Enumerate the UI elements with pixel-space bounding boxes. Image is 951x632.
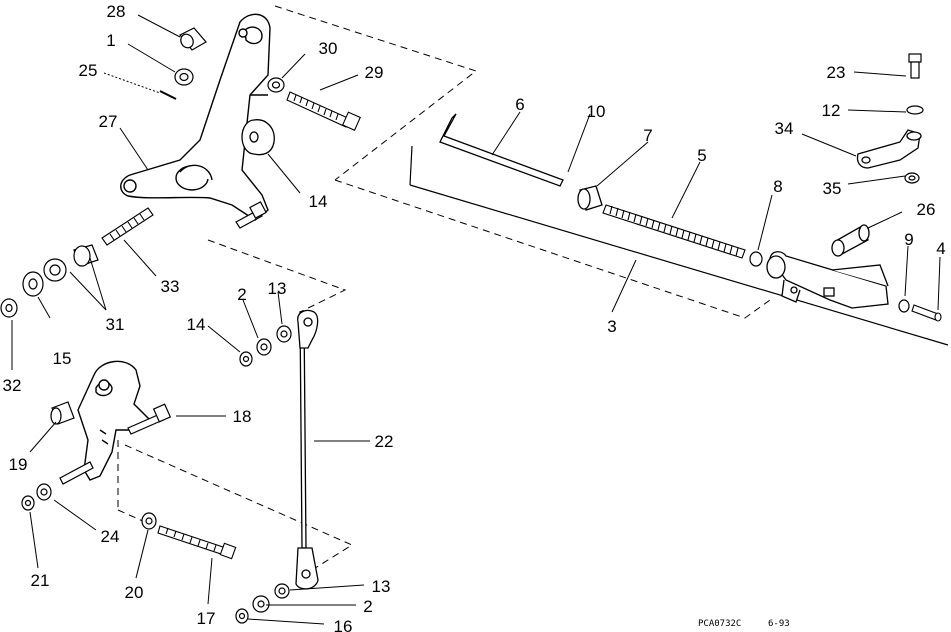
bushing-part-7 bbox=[577, 185, 603, 211]
callout-30: 22 bbox=[375, 432, 394, 451]
callout-27: 20 bbox=[125, 583, 144, 602]
screw-part-19 bbox=[286, 91, 361, 131]
nut-part-22 bbox=[0, 298, 18, 318]
callout-28: 14 bbox=[309, 192, 328, 211]
washer-part-29 bbox=[22, 271, 44, 297]
callout-15: 25 bbox=[79, 61, 98, 80]
rod-part-6 bbox=[439, 113, 564, 187]
washer-part bbox=[174, 68, 194, 86]
spacer-parts bbox=[43, 244, 99, 282]
knob-part bbox=[831, 224, 870, 257]
dashed-outline-lower bbox=[124, 444, 354, 571]
washer-part-33 bbox=[36, 483, 52, 501]
callout-9: 9 bbox=[904, 230, 913, 249]
throttle-housing bbox=[766, 251, 889, 309]
callout-8: 8 bbox=[773, 177, 782, 196]
bushing-part-25 bbox=[50, 401, 75, 425]
nut-part-32 bbox=[21, 495, 35, 511]
lower-cam-bracket bbox=[77, 360, 152, 481]
callout-32: 21 bbox=[31, 571, 50, 590]
callout-2-lower: 2 bbox=[363, 597, 372, 616]
callout-35: 35 bbox=[823, 179, 842, 198]
dashed-outline-shaft bbox=[334, 179, 771, 319]
callout-14-upper: 14 bbox=[187, 315, 206, 334]
callout-19: 29 bbox=[365, 63, 384, 82]
callout-24: 18 bbox=[233, 407, 252, 426]
screw-part-26 bbox=[157, 525, 237, 560]
nut-part-27 bbox=[141, 512, 157, 530]
upper-throttle-bracket bbox=[120, 13, 271, 221]
nut-part-20 bbox=[267, 77, 285, 93]
callout-10: 10 bbox=[587, 102, 606, 121]
washer-part-8 bbox=[749, 251, 763, 267]
callout-14-lower: 16 bbox=[334, 617, 353, 632]
dashed-outline-link-upper bbox=[207, 239, 347, 313]
upper-link-hardware bbox=[239, 325, 292, 367]
bracket-bolt bbox=[235, 201, 267, 229]
bolt-part-24 bbox=[127, 403, 172, 435]
callout-labels: 28 1 25 27 30 29 14 33 31 15 32 6 10 7 5… bbox=[3, 2, 946, 632]
bushing-part bbox=[179, 27, 207, 51]
washer-part-12 bbox=[906, 105, 924, 115]
screw-part-4 bbox=[911, 304, 942, 322]
callout-18: 28 bbox=[107, 2, 126, 21]
pin-part bbox=[159, 90, 177, 100]
dashed-outline-upper-bracket bbox=[274, 5, 478, 181]
callout-23: 33 bbox=[161, 277, 180, 296]
callout-16: 26 bbox=[917, 200, 936, 219]
callout-17: 27 bbox=[99, 112, 118, 131]
leader-lines bbox=[11, 14, 941, 625]
screw-part-31 bbox=[908, 53, 922, 79]
callout-33: 24 bbox=[101, 527, 120, 546]
callout-13-upper: 13 bbox=[268, 279, 287, 298]
drawing-revision: 6-93 bbox=[768, 619, 790, 629]
stud-part bbox=[101, 207, 154, 246]
callout-4: 4 bbox=[936, 239, 945, 258]
clip-part-34 bbox=[856, 129, 922, 169]
callout-31: 23 bbox=[827, 63, 846, 82]
phantom-outlines bbox=[117, 5, 771, 571]
callout-13-lower: 13 bbox=[372, 577, 391, 596]
callout-21: 31 bbox=[106, 315, 125, 334]
callout-22: 32 bbox=[3, 376, 22, 395]
callout-25: 19 bbox=[9, 455, 28, 474]
callout-5: 5 bbox=[697, 146, 706, 165]
callout-3: 3 bbox=[607, 317, 616, 336]
callout-1: 1 bbox=[106, 31, 115, 50]
washer-part-9 bbox=[898, 299, 910, 313]
callout-2-upper: 2 bbox=[237, 285, 246, 304]
callout-7: 7 bbox=[643, 126, 652, 145]
bracket-lower-bolt bbox=[59, 461, 94, 485]
dashed-outline-lower-horizontal bbox=[117, 509, 146, 523]
shaft-axis bbox=[409, 145, 949, 346]
callout-29: 15 bbox=[53, 349, 72, 368]
callout-34: 34 bbox=[775, 119, 794, 138]
callout-12: 12 bbox=[822, 101, 841, 120]
roller-part bbox=[241, 119, 275, 156]
callout-6: 6 bbox=[515, 95, 524, 114]
lower-link-hardware bbox=[235, 583, 290, 624]
nut-part-35 bbox=[904, 172, 920, 184]
callout-20: 30 bbox=[319, 39, 338, 58]
link-rod bbox=[295, 309, 319, 590]
spring-part bbox=[602, 204, 746, 259]
callout-26: 17 bbox=[197, 609, 216, 628]
drawing-reference: PCA0732C 6-93 bbox=[698, 619, 790, 629]
drawing-code: PCA0732C bbox=[698, 619, 741, 629]
